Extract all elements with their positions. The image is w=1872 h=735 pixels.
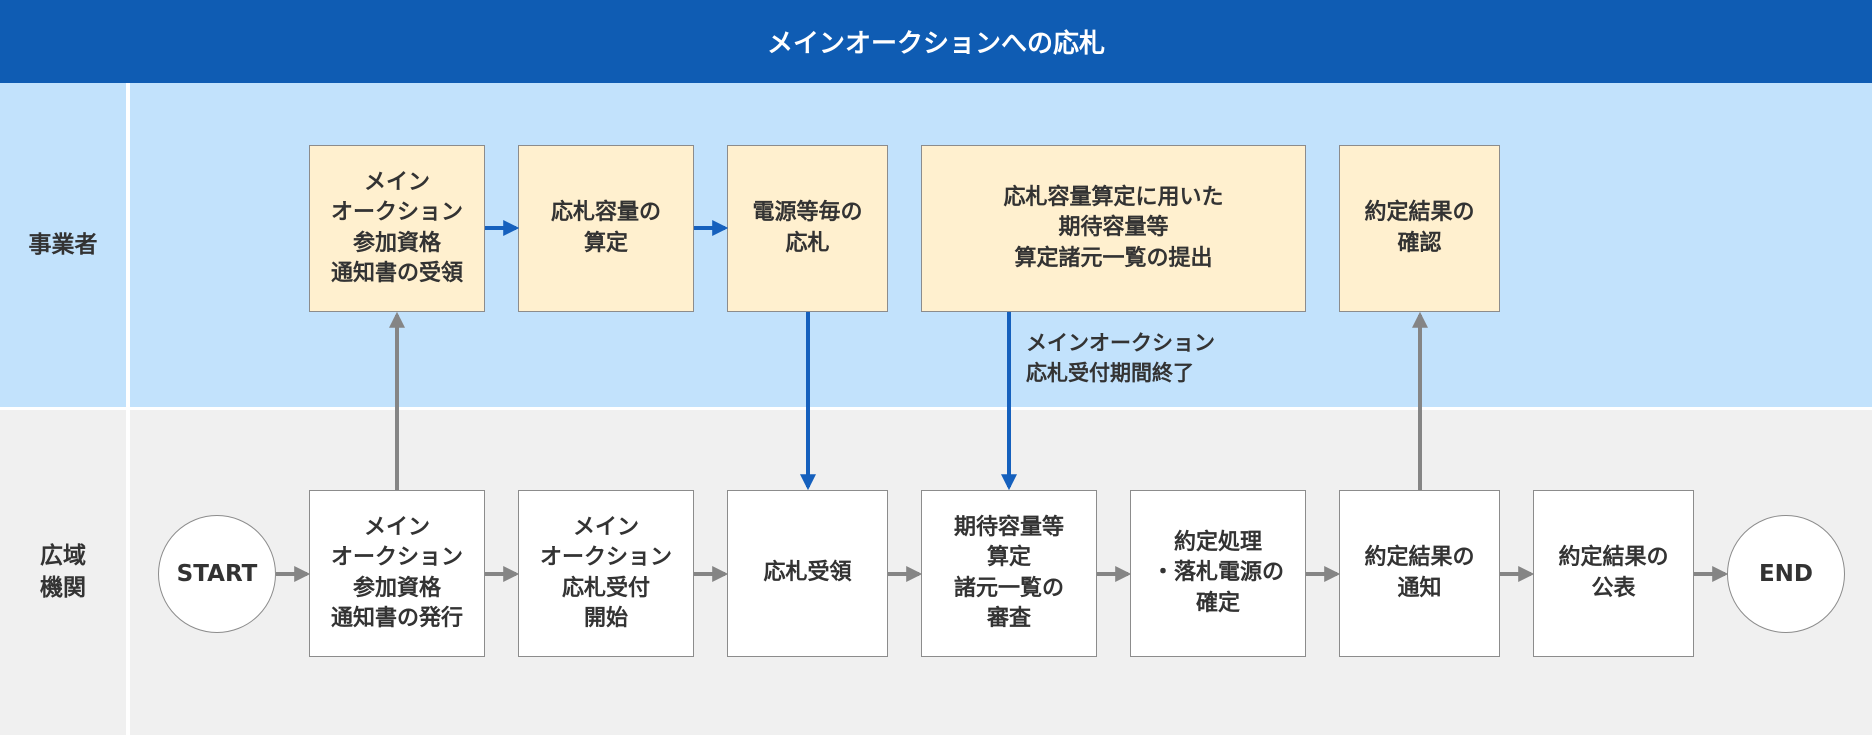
step-notify-result: 約定結果の 通知 — [1339, 490, 1500, 657]
start-node: START — [158, 515, 276, 633]
bidding-closed-annotation: メインオークション 応札受付期間終了 — [1026, 331, 1215, 386]
lane-label-operator: 事業者 — [28, 231, 98, 258]
lane-separator — [0, 407, 1872, 410]
step-publish-result: 約定結果の 公表 — [1533, 490, 1694, 657]
step-confirm-result: 約定結果の 確認 — [1339, 145, 1500, 312]
diagram-title: メインオークションへの応札 — [0, 0, 1872, 83]
label-column-separator — [126, 83, 130, 735]
step-review-list: 期待容量等 算定 諸元一覧の 審査 — [921, 490, 1097, 657]
end-node: END — [1727, 515, 1845, 633]
step-settle: 約定処理 ・落札電源の 確定 — [1130, 490, 1306, 657]
step-bid-per-source: 電源等毎の 応札 — [727, 145, 888, 312]
step-receive-notice: メイン オークション 参加資格 通知書の受領 — [309, 145, 485, 312]
lane-label-occto: 広域 機関 — [40, 543, 86, 601]
step-open-bidding: メイン オークション 応札受付 開始 — [518, 490, 694, 657]
step-calc-capacity: 応札容量の 算定 — [518, 145, 694, 312]
step-receive-bid: 応札受領 — [727, 490, 888, 657]
step-submit-list: 応札容量算定に用いた 期待容量等 算定諸元一覧の提出 — [921, 145, 1306, 312]
step-issue-notice: メイン オークション 参加資格 通知書の発行 — [309, 490, 485, 657]
